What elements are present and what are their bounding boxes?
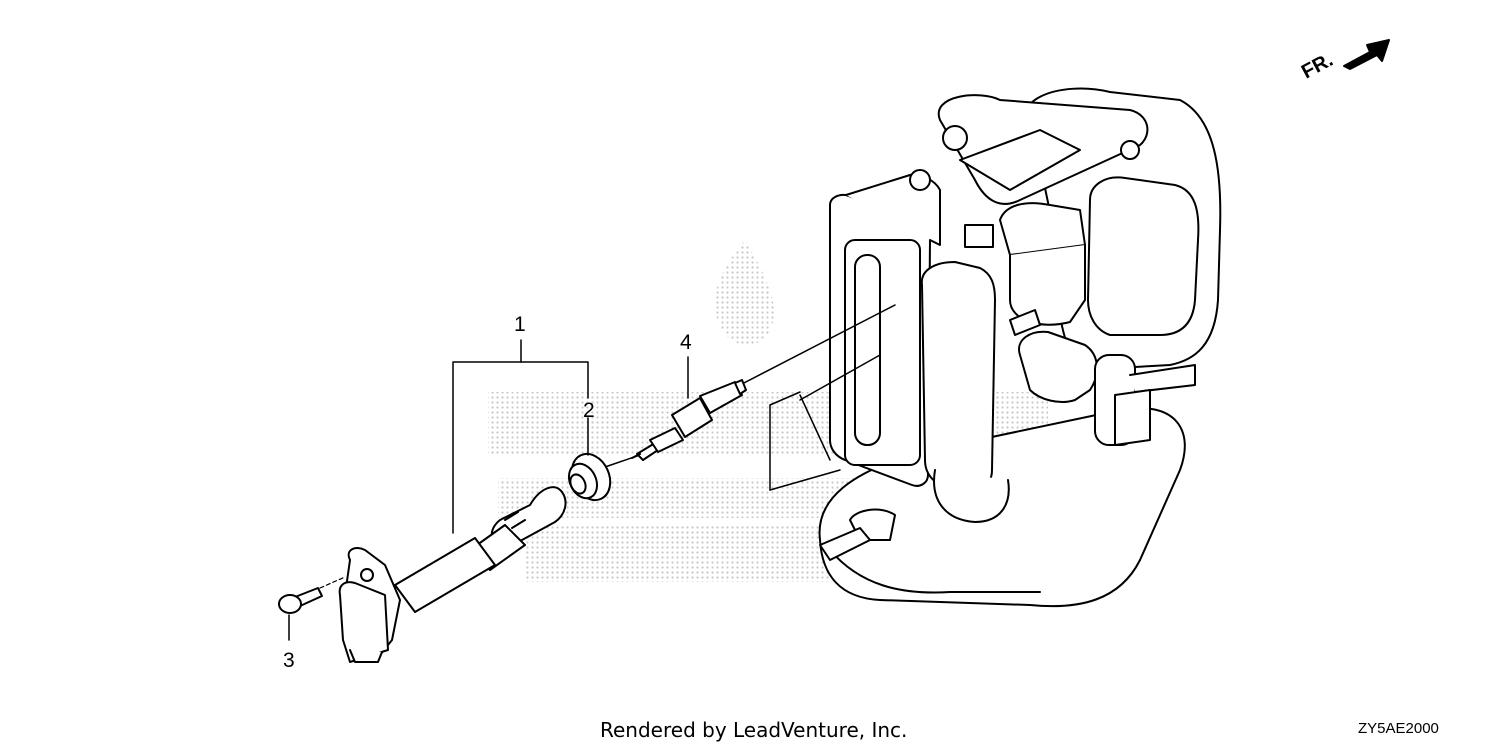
spark-plug-icon: [631, 379, 747, 461]
direction-arrow-icon: [1343, 39, 1390, 70]
footer-credit: Rendered by LeadVenture, Inc.: [600, 718, 908, 742]
callout-2-label: 2: [583, 399, 595, 422]
callout-3-label: 3: [283, 649, 295, 672]
callout-4-label: 4: [680, 331, 692, 354]
callout-1-label: 1: [514, 313, 526, 336]
diagram-code: ZY5AE2000: [1358, 720, 1439, 737]
callout-leader-lines: [587, 356, 689, 456]
callout-bracket-1: [452, 339, 589, 534]
ignition-coil-icon: [338, 486, 567, 663]
seal-icon: [567, 452, 612, 502]
bolt-icon: [278, 576, 346, 641]
engine-block: [818, 87, 1222, 608]
flame-watermark-icon: [714, 240, 774, 345]
